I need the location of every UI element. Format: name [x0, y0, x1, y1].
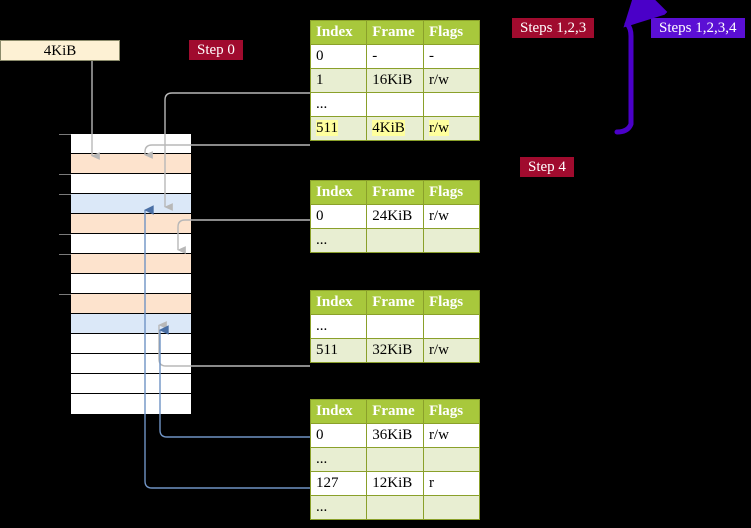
column-header-flags: Flags	[422, 180, 481, 205]
highlighted-value: r/w	[428, 120, 449, 136]
highlighted-value: 511	[316, 120, 338, 136]
table-row: ...	[309, 495, 481, 520]
table-cell: r/w	[422, 423, 481, 448]
table-cell	[422, 92, 481, 117]
wire-steps-bracket	[614, 24, 631, 135]
table-cell: ...	[309, 447, 368, 472]
highlighted-value: 4KiB	[372, 120, 405, 136]
memory-frame-row	[71, 234, 191, 254]
memory-frame-row	[71, 294, 191, 314]
table-cell: r	[422, 471, 481, 496]
table-row: 511 4KiB r/w	[309, 116, 481, 141]
column-header-frame: Frame	[366, 20, 424, 45]
memory-row-tick	[59, 174, 71, 175]
memory-row-tick	[59, 234, 71, 235]
memory-frame-row	[71, 354, 191, 374]
table-cell: 24KiB	[366, 204, 424, 229]
memory-row-tick	[59, 134, 71, 135]
memory-frame-row	[71, 254, 191, 274]
table-cell	[366, 92, 424, 117]
column-header-flags: Flags	[422, 399, 481, 424]
table-cell	[422, 228, 481, 253]
memory-frame-row	[71, 374, 191, 394]
table-cell: 32KiB	[366, 338, 424, 363]
memory-frame-row	[71, 174, 191, 194]
table-cell: 36KiB	[366, 423, 424, 448]
column-header-index: Index	[309, 290, 368, 315]
badge-step-0: Step 0	[189, 40, 243, 60]
table-cell: 0	[309, 423, 368, 448]
table-cell: r/w	[422, 68, 481, 93]
physical-memory-grid	[59, 133, 191, 415]
table-cell: r/w	[422, 338, 481, 363]
table-cell	[366, 495, 424, 520]
memory-frame-row	[71, 214, 191, 234]
memory-frame-row	[71, 194, 191, 214]
table-cell: 511	[309, 338, 368, 363]
memory-row-tick	[59, 294, 71, 295]
column-header-index: Index	[309, 20, 368, 45]
memory-size-label: 4KiB	[0, 40, 120, 61]
memory-frame-row	[71, 334, 191, 354]
memory-row-tick	[59, 194, 71, 195]
badge-step-4: Step 4	[520, 157, 574, 177]
table-row: ...	[309, 92, 481, 117]
table-cell: ...	[309, 228, 368, 253]
badge-steps-1234: Steps 1,2,3,4	[651, 18, 745, 38]
table-cell	[366, 228, 424, 253]
table-cell: ...	[309, 314, 368, 339]
table-cell: r/w	[422, 204, 481, 229]
table-cell: -	[366, 44, 424, 69]
table-cell	[422, 314, 481, 339]
table-row: ...	[309, 314, 481, 339]
column-header-index: Index	[309, 399, 368, 424]
table-row: ...	[309, 228, 481, 253]
memory-frame-row	[71, 134, 191, 154]
column-header-frame: Frame	[366, 399, 424, 424]
table-cell	[366, 314, 424, 339]
table-row: ...	[309, 447, 481, 472]
table-cell: r/w	[422, 116, 481, 141]
table-cell: ...	[309, 495, 368, 520]
memory-frame-row	[71, 314, 191, 334]
column-header-frame: Frame	[366, 180, 424, 205]
badge-steps-123: Steps 1,2,3	[512, 18, 595, 38]
table-cell: 1	[309, 68, 368, 93]
column-header-frame: Frame	[366, 290, 424, 315]
wire-pdp-idx0	[177, 219, 310, 254]
table-cell: 0	[309, 44, 368, 69]
table-cell	[366, 447, 424, 472]
table-cell: 4KiB	[366, 116, 424, 141]
table-cell: -	[422, 44, 481, 69]
table-cell: 16KiB	[366, 68, 424, 93]
table-cell	[422, 447, 481, 472]
column-header-flags: Flags	[422, 290, 481, 315]
memory-row-tick	[59, 254, 71, 255]
column-header-flags: Flags	[422, 20, 481, 45]
column-header-index: Index	[309, 180, 368, 205]
table-cell	[422, 495, 481, 520]
table-cell: 511	[309, 116, 368, 141]
table-row: 0--	[309, 44, 481, 69]
table-cell: 12KiB	[366, 471, 424, 496]
memory-frame-row	[71, 274, 191, 294]
table-cell: 0	[309, 204, 368, 229]
table-cell: 127	[309, 471, 368, 496]
table-cell: ...	[309, 92, 368, 117]
memory-frame-row	[71, 154, 191, 174]
memory-frame-row	[71, 394, 191, 414]
